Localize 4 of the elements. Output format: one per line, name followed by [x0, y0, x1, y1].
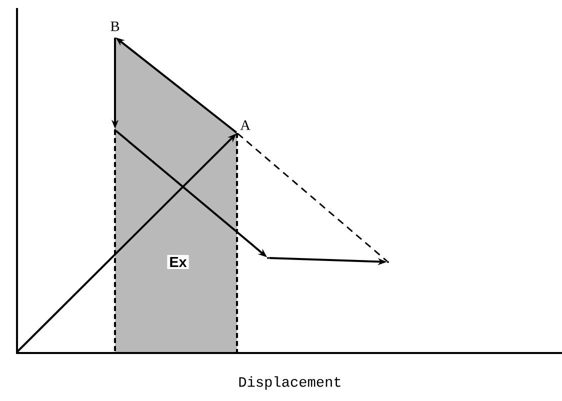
point-label: B	[110, 22, 120, 32]
point-label: A	[240, 120, 250, 130]
axis-label: Displacement	[239, 376, 340, 390]
area-label: Ex	[167, 255, 189, 269]
